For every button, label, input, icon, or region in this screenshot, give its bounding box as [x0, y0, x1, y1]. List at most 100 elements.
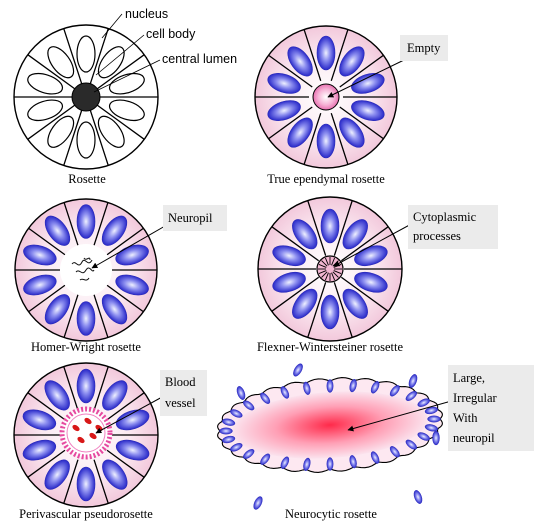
cell-divider: [106, 392, 145, 421]
cell-divider: [28, 284, 66, 313]
nucleus-blue: [272, 271, 306, 293]
cell-divider: [93, 366, 109, 411]
nucleus-blue: [22, 409, 57, 431]
process-spoke: [331, 257, 336, 266]
arrow-large-irregular: [347, 399, 456, 432]
leader-nucleus: [101, 13, 123, 39]
leader-central-lumen: [93, 59, 161, 93]
cell-nucleus: [76, 121, 96, 159]
callout-large-irregular: Large, Irregular With neuropil: [448, 365, 534, 451]
small-nucleus: [389, 385, 400, 397]
cell-divider: [340, 226, 389, 262]
arrow-empty: [327, 59, 405, 98]
cell-divider: [96, 54, 145, 90]
small-nucleus: [230, 443, 243, 452]
nucleus-blue: [102, 459, 128, 490]
small-nucleus: [417, 398, 430, 407]
cell-divider: [93, 202, 109, 246]
label-nucleus: nucleus: [125, 7, 168, 21]
cell-divider: [340, 276, 389, 312]
cell-divider: [307, 282, 327, 338]
process-spoke: [324, 272, 329, 281]
small-nucleus: [370, 381, 380, 394]
process-spoke: [331, 272, 336, 281]
panel-neurocytic: [217, 363, 456, 510]
process-spoke: [321, 260, 328, 267]
cell-nucleus: [76, 35, 96, 73]
nucleus-blue: [101, 294, 128, 325]
cell-divider: [333, 282, 353, 338]
cell-divider: [27, 104, 76, 140]
small-nucleus: [280, 386, 290, 399]
svg-text:With: With: [453, 411, 478, 425]
panel-rosette: [13, 13, 161, 170]
callout-empty: Empty: [400, 35, 448, 61]
svg-text:Large,: Large,: [453, 371, 485, 385]
nucleus-blue: [115, 274, 149, 296]
nucleus-blue: [267, 100, 301, 121]
nucleus-blue: [316, 123, 336, 159]
stray-nucleus: [413, 490, 423, 504]
nucleus-blue: [292, 219, 318, 250]
neuropil-fibers: [71, 257, 95, 281]
panel-homer-wright: [14, 198, 173, 342]
cell-divider: [27, 449, 66, 478]
red-blood-cell: [89, 432, 97, 440]
stray-nucleus: [293, 363, 303, 377]
cell-divider: [330, 29, 349, 82]
cell-nucleus: [47, 115, 75, 148]
small-nucleus: [243, 400, 255, 411]
small-nucleus: [389, 446, 400, 458]
cell-divider: [106, 227, 144, 256]
arrow-cytoplasmic: [333, 221, 416, 267]
small-nucleus: [222, 418, 236, 426]
process-spoke: [318, 263, 327, 268]
caption-rosette: Rosette: [68, 172, 106, 186]
cell-divider: [268, 106, 313, 140]
nucleus-blue: [44, 215, 71, 246]
nucleus-blue: [115, 439, 150, 461]
small-nucleus: [424, 406, 438, 415]
small-nucleus: [243, 449, 255, 459]
nucleus-blue: [115, 409, 150, 431]
process-spoke: [324, 257, 329, 266]
nucleus-blue: [287, 46, 313, 77]
red-blood-cell: [84, 417, 92, 425]
cell-divider: [303, 29, 322, 82]
red-blood-cell: [72, 424, 80, 432]
stray-nucleus: [253, 496, 263, 510]
svg-text:Blood: Blood: [165, 375, 196, 389]
cell-nucleus: [27, 99, 64, 122]
svg-text:processes: processes: [413, 229, 461, 243]
cell-divider: [303, 112, 322, 165]
nucleus-blue: [351, 73, 385, 94]
arrow-neuropil: [91, 221, 173, 269]
nucleus-blue: [44, 459, 70, 490]
small-nucleus: [303, 457, 311, 471]
nucleus-blue: [23, 274, 57, 296]
cell-divider: [330, 112, 349, 165]
small-nucleus: [280, 456, 290, 469]
caption-neurocytic: Neurocytic rosette: [285, 507, 377, 521]
cell-divider: [63, 459, 79, 504]
small-nucleus: [326, 379, 334, 393]
nucleus-blue: [272, 245, 306, 267]
cell-divider: [307, 200, 327, 256]
red-blood-cell: [77, 436, 85, 444]
caption-perivascular: Perivascular pseudorosette: [19, 507, 153, 521]
stray-nucleus: [408, 374, 418, 388]
small-nucleus: [230, 409, 243, 418]
process-spoke: [332, 271, 339, 278]
cell-nucleus: [47, 46, 75, 79]
cell-divider: [89, 28, 109, 84]
nucleus-blue: [320, 208, 340, 244]
nucleus-blue: [22, 439, 57, 461]
cell-divider: [63, 294, 79, 338]
small-nucleus: [405, 391, 417, 401]
stray-nucleus: [432, 430, 440, 446]
small-nucleus: [219, 427, 233, 435]
caption-homer-wright: Homer-Wright rosette: [31, 340, 141, 354]
nucleus-blue: [44, 294, 71, 325]
neuropil-center: [232, 391, 428, 459]
